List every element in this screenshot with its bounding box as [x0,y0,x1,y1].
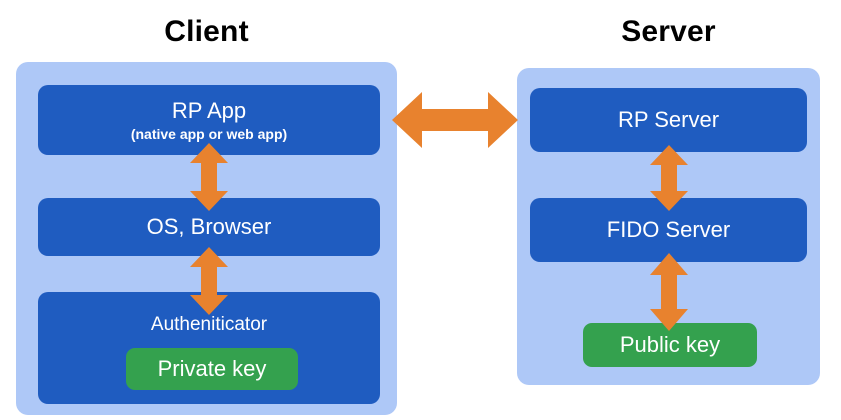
public-key-label: Public key [619,332,721,357]
rp-app-box: RP App (native app or web app) [38,85,380,155]
rp-app-subtitle: (native app or web app) [130,125,288,142]
rp-server-box: RP Server [530,88,807,152]
private-key-pill: Private key [126,348,298,390]
fido-server-title: FIDO Server [606,217,731,242]
server-heading: Server [621,15,716,48]
fido-server-box: FIDO Server [530,198,807,262]
double-arrow-vertical-icon [649,145,689,211]
double-arrow-vertical-icon [649,253,689,331]
rp-server-title: RP Server [617,107,720,132]
client-heading: Client [164,15,249,48]
public-key-pill: Public key [583,323,757,367]
rp-app-title: RP App [171,97,247,123]
private-key-label: Private key [157,356,267,381]
os-browser-title: OS, Browser [146,214,272,239]
double-arrow-vertical-icon [189,247,229,315]
authenticator-title: Autheniticator [150,314,268,335]
double-arrow-vertical-icon [189,143,229,211]
double-arrow-horizontal-icon [392,90,518,150]
